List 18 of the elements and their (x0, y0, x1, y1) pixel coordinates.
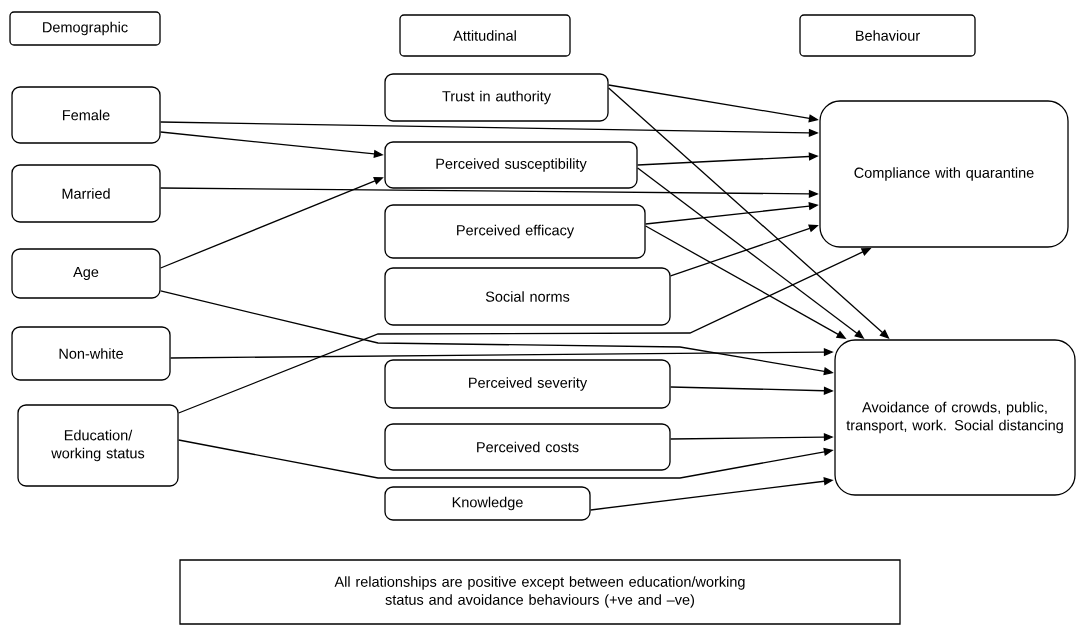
factor-box: Married (11, 164, 161, 223)
factor-box: Perceived severity (384, 359, 671, 409)
factor-box: Education/ working status (17, 404, 179, 487)
note-box: All relationships are positive except between education/working status and avoidance behaviours (+ve and –ve) (179, 559, 901, 625)
factor-box: Social norms (384, 267, 671, 326)
factor-box: Perceived efficacy (384, 204, 646, 259)
outcome-box: Compliance with quarantine (819, 100, 1069, 248)
header-box: Attitudinal (399, 14, 571, 57)
factor-box: Knowledge (384, 486, 591, 521)
factor-box: Non-white (11, 326, 171, 381)
factor-box: Female (11, 86, 161, 144)
factor-box: Trust in authority (384, 73, 609, 122)
outcome-box: Avoidance of crowds, public, transport, work. Social distancing (834, 339, 1076, 496)
factor-box: Perceived costs (384, 423, 671, 471)
factor-box: Perceived susceptibility (384, 141, 638, 189)
header-box: Demographic (9, 11, 161, 46)
factor-box: Age (11, 248, 161, 299)
header-box: Behaviour (799, 14, 976, 57)
